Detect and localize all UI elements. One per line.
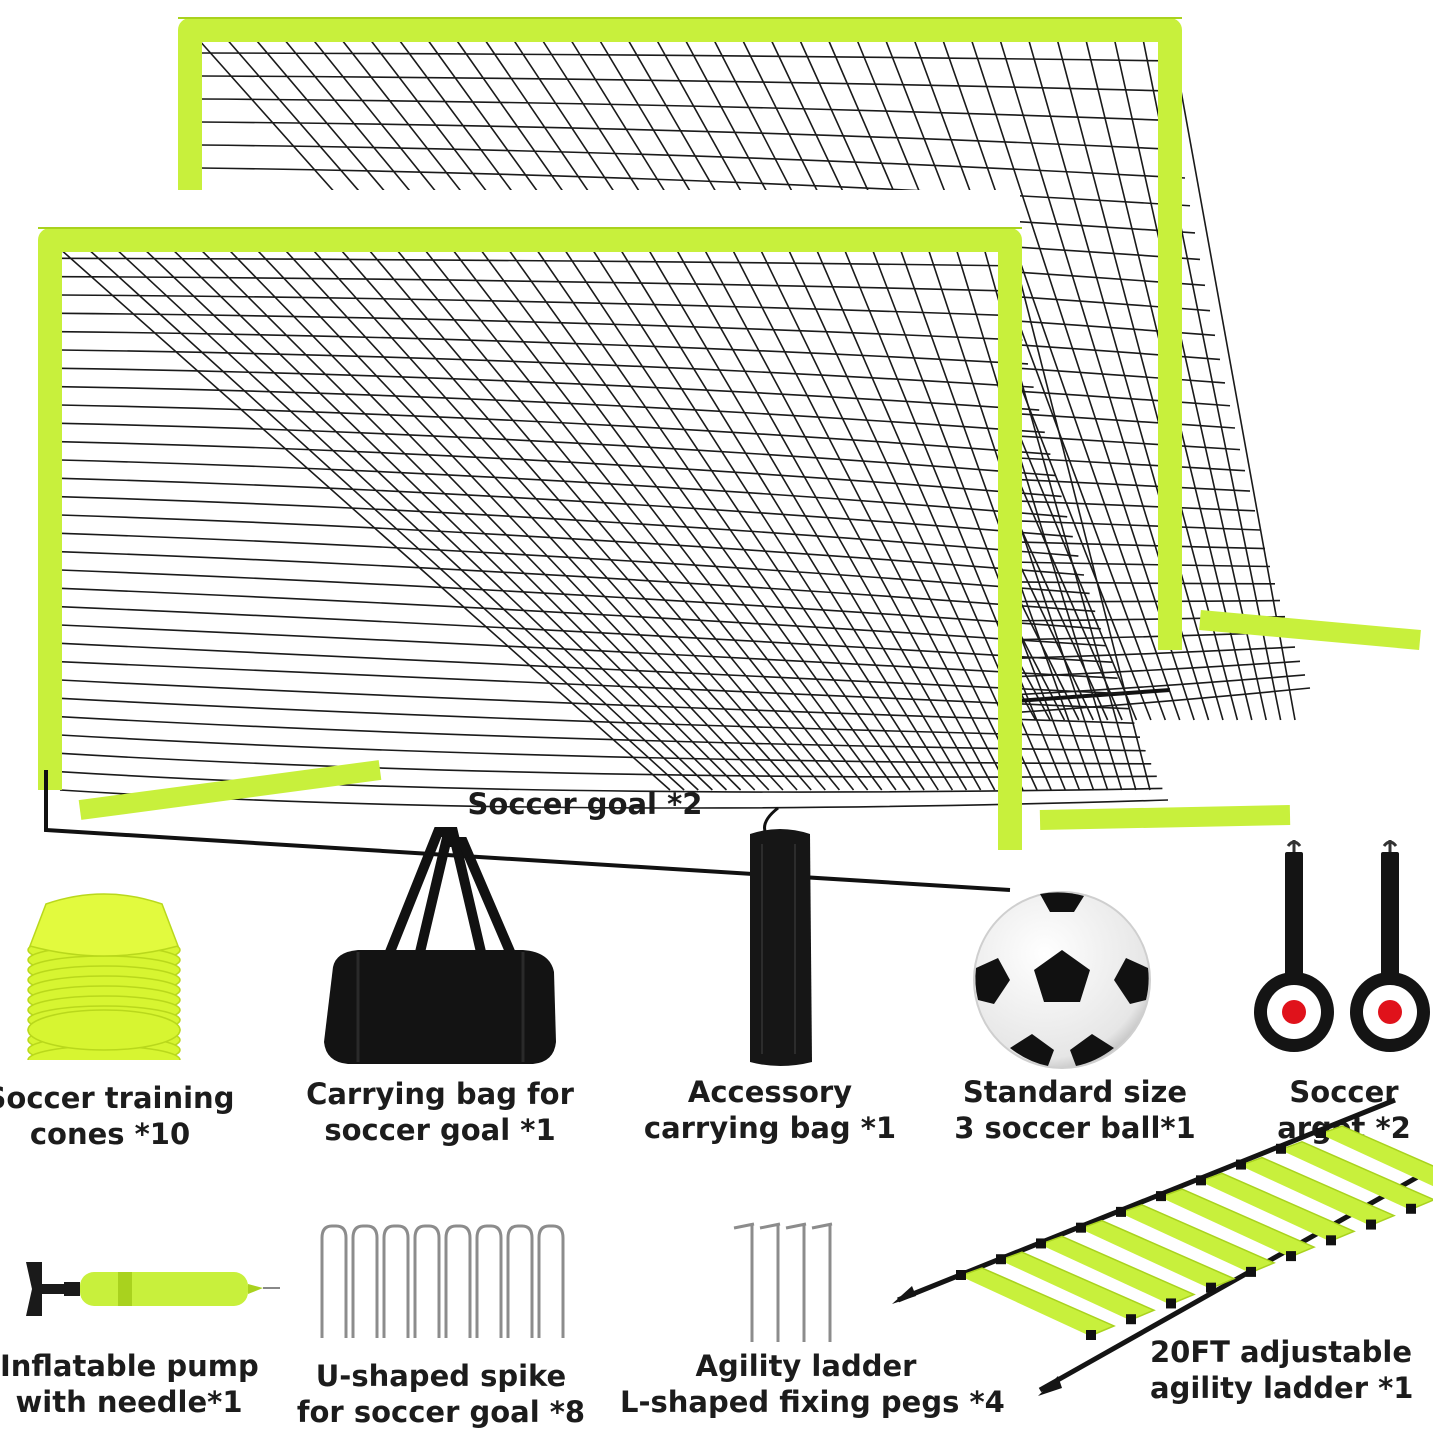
agility-ladder-icon [892, 1097, 1433, 1396]
soccer-goal-label: Soccer goal *2 [467, 787, 703, 821]
soccer-ball-icon [973, 891, 1151, 1069]
hand-pump-icon [26, 1262, 280, 1316]
u-stake-icon [320, 1224, 565, 1338]
disc-cones-stack-icon [27, 893, 181, 1060]
l-peg-icon [733, 1222, 833, 1342]
drawstring-bag-icon [750, 806, 812, 1066]
duffel-bag-icon [324, 827, 556, 1064]
target-disc-icon [1254, 840, 1430, 1052]
